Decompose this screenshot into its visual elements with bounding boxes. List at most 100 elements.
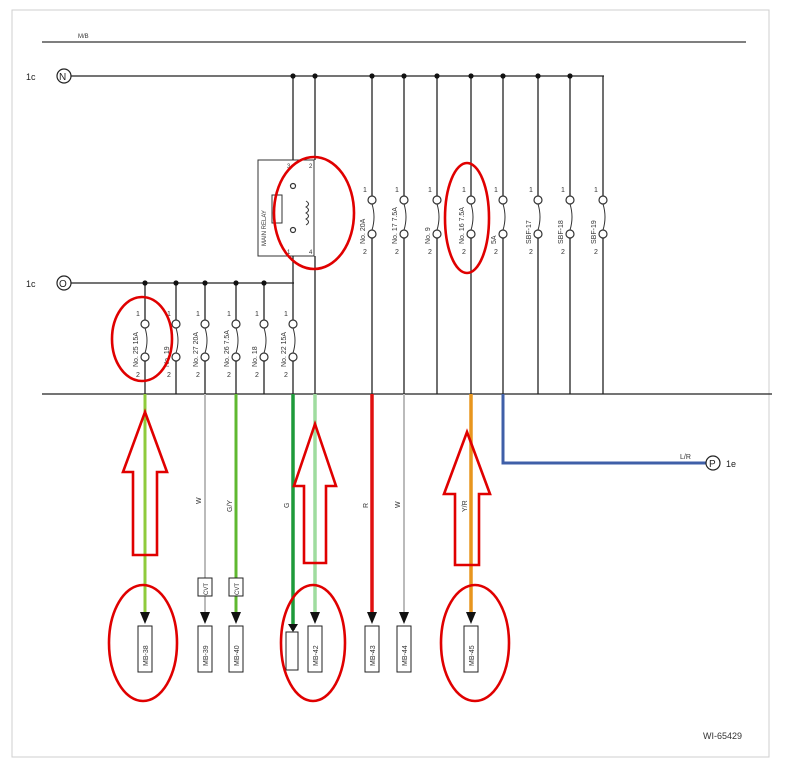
- fuse-n-8-pin-1: 1: [594, 187, 598, 194]
- bus-p-suffix: 1e: [726, 459, 736, 469]
- fuse-o-1-pin-2: 2: [136, 372, 140, 379]
- junction-dot: [261, 280, 267, 286]
- fuse-n-4-pin-2: 2: [462, 249, 466, 256]
- fuse-n-2: No. 17 7.5A 1 2: [392, 76, 409, 394]
- connector-label: MB-40: [234, 645, 241, 666]
- wire-label-r: R: [363, 503, 370, 508]
- fuse-group-n: No. 20A 1 2 No. 17 7.5A 1 2 No. 9 1 2 No. 16 7.5A…: [360, 76, 608, 394]
- fuse-n-1-pin-1: 1: [363, 187, 367, 194]
- highlight-fuse-16: [443, 161, 491, 275]
- connector-mb-39: MB-39: [197, 612, 213, 673]
- fuse-o-6-label: No. 22 15A: [281, 332, 288, 367]
- output-wires: [143, 394, 706, 630]
- cvt-box-2: CVT: [228, 577, 244, 597]
- mb-label: M/B: [78, 34, 89, 40]
- fuse-n-7-label: SBF-18: [558, 220, 565, 244]
- junction-dot: [233, 280, 239, 286]
- relay-pin-3: 3: [287, 164, 291, 170]
- junction-dot: [369, 73, 375, 79]
- fuse-o-3-label: No. 27 20A: [193, 332, 200, 367]
- fuse-n-7-pin-1: 1: [561, 187, 565, 194]
- fuse-n-7-pin-2: 2: [561, 249, 565, 256]
- cvt-box-1: CVT: [197, 577, 213, 597]
- connector-label: MB-43: [370, 645, 377, 666]
- bus-n-prefix: 1c: [26, 72, 36, 82]
- fuse-n-4-pin-1: 1: [462, 187, 466, 194]
- relay-pin-2: 2: [309, 164, 313, 170]
- wire-p-blue: [501, 394, 706, 465]
- fuse-o-4-label: No. 26 7.5A: [224, 330, 231, 367]
- fuse-n-1-label: No. 20A: [360, 218, 367, 244]
- fuse-n-3-pin-2: 2: [428, 249, 432, 256]
- junction-dot: [434, 73, 440, 79]
- fuse-o-3-pin-2: 2: [196, 372, 200, 379]
- fuse-n-7: SBF-18 1 2: [558, 76, 575, 394]
- relay-pin-1: 1: [287, 250, 291, 256]
- junction-dot: [468, 73, 474, 79]
- fuse-o-5-pin-2: 2: [255, 372, 259, 379]
- junction-dot: [290, 73, 296, 79]
- wire-label-g: G: [284, 503, 291, 508]
- junction-dot: [142, 280, 148, 286]
- fuse-n-5-pin-1: 1: [494, 187, 498, 194]
- fuse-o-5-pin-1: 1: [255, 311, 259, 318]
- bus-n-letter: N: [59, 72, 66, 83]
- fuse-n-4-label: No. 16 7.5A: [459, 207, 466, 244]
- fuse-o-4-pin-1: 1: [227, 311, 231, 318]
- fuse-n-6-pin-1: 1: [529, 187, 533, 194]
- up-arrow-1: [121, 408, 169, 557]
- fuse-n-2-label: No. 17 7.5A: [392, 207, 399, 244]
- connector-mb-43: MB-43: [364, 612, 380, 673]
- connector-mb-44: MB-44: [396, 612, 412, 673]
- fuse-n-8-pin-2: 2: [594, 249, 598, 256]
- connector-label: MB-44: [402, 645, 409, 666]
- fuse-n-2-pin-1: 1: [395, 187, 399, 194]
- highlight-mb45: [439, 583, 511, 703]
- bus-p-terminal: [705, 455, 721, 471]
- fuse-o-1-label: No. 25 15A: [133, 332, 140, 367]
- fuse-n-2-pin-2: 2: [395, 249, 399, 256]
- wire-label-yr: Y/R: [462, 500, 469, 512]
- connector-mb-42: MB-42: [307, 612, 323, 673]
- junction-dot: [567, 73, 573, 79]
- connector-label: MB-45: [469, 645, 476, 666]
- diagram-border: [11, 9, 770, 758]
- connector-mb-45: MB-45: [463, 612, 479, 673]
- bus-p-letter: P: [709, 459, 716, 470]
- fuse-n-6-label: SBF-17: [526, 220, 533, 244]
- fuse-o-5-label: No. 18: [252, 346, 259, 367]
- junction-dot: [500, 73, 506, 79]
- bus-o-letter: O: [59, 279, 67, 290]
- junction-dot: [312, 73, 318, 79]
- highlight-main-relay: [272, 155, 356, 271]
- fuse-n-5-label: 5A: [491, 235, 498, 244]
- svg-text:CVT: CVT: [204, 583, 210, 595]
- fuse-o-5: No. 18 1 2: [252, 283, 269, 394]
- fuse-n-6-pin-2: 2: [529, 249, 533, 256]
- highlight-mb38: [107, 583, 179, 703]
- connector-label: MB-39: [203, 645, 210, 666]
- junction-dot: [202, 280, 208, 286]
- up-arrow-2: [292, 419, 338, 565]
- red-annotations: [107, 155, 511, 703]
- fuse-n-3: No. 9 1 2: [425, 76, 442, 394]
- junction-dot: [173, 280, 179, 286]
- fuse-n-3-label: No. 9: [425, 227, 432, 244]
- main-relay: MAIN RELAY 3 2 1 4: [257, 159, 315, 257]
- connector-mb-40: MB-40: [228, 612, 244, 673]
- fuse-o-2-pin-1: 1: [167, 311, 171, 318]
- fuse-n-3-pin-1: 1: [428, 187, 432, 194]
- wire-label-w1: W: [196, 497, 203, 504]
- wire-label-gy: G/Y: [227, 500, 234, 512]
- up-arrow-3: [442, 428, 492, 567]
- junction-dot: [401, 73, 407, 79]
